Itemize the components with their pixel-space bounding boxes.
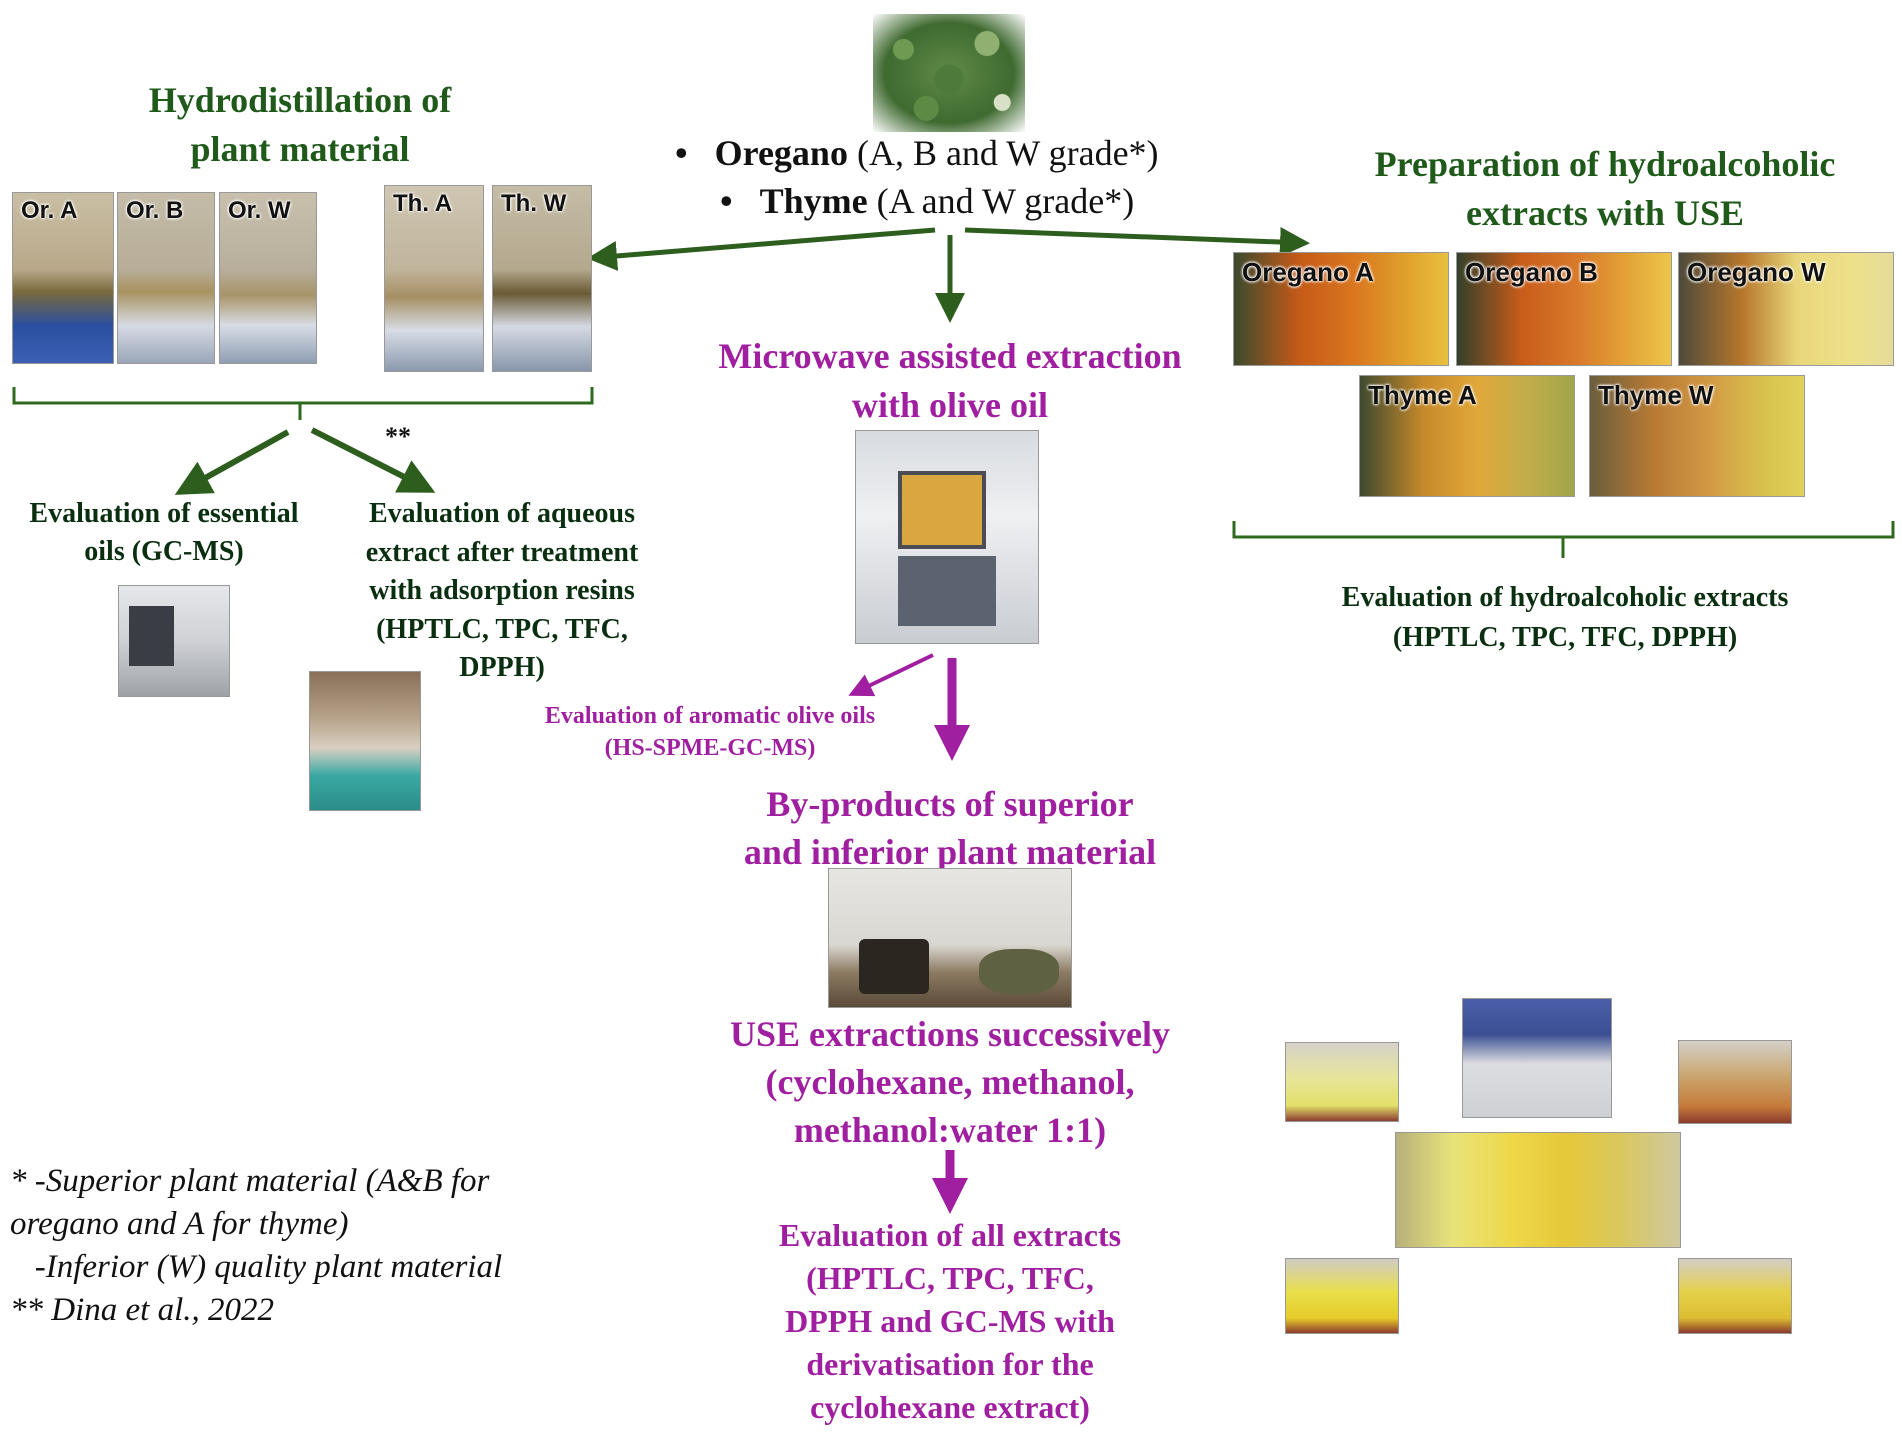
photo-label: Or. W: [228, 197, 291, 224]
eval-aqueous-line: (HPTLC, TPC, TFC,: [376, 613, 628, 645]
beaker-extract: [859, 939, 929, 994]
eval-aqueous-line: with adsorption resins: [369, 575, 635, 606]
hydroalcoholic-title-line2: extracts with USE: [1466, 193, 1744, 233]
hydroalcoholic-title: Preparation of hydroalcoholic extracts w…: [1330, 140, 1880, 238]
eval-aromatic-oils: Evaluation of aromatic olive oils (HS-SP…: [500, 700, 920, 764]
brace-hydroalcoholic: [1232, 521, 1895, 558]
footnote-line: ** Dina et al., 2022: [10, 1292, 274, 1328]
arrow-to-eval-aqueous: [310, 427, 436, 493]
oregano-label: Oregano: [714, 133, 848, 173]
eval-all-extracts-line: DPPH and GC-MS with: [785, 1303, 1115, 1339]
bullet-icon: •: [720, 181, 760, 221]
footnotes: * -Superior plant material (A&B for oreg…: [10, 1160, 502, 1332]
thyme-grades: (A and W grade*): [867, 181, 1135, 221]
arrow-to-eval-essential-oils: [174, 429, 290, 495]
photo-oregano-a: Oregano A: [1233, 252, 1449, 366]
photo-oregano-w: Oregano W: [1678, 252, 1894, 366]
photo-label: Oregano A: [1242, 257, 1374, 287]
arrow-to-aromatic-oils: [848, 653, 934, 697]
footnote-line: -Inferior (W) quality plant material: [10, 1249, 503, 1285]
use-extractions: USE extractions successively (cyclohexan…: [650, 1010, 1250, 1154]
hydrodistillation-title-line2: plant material: [190, 129, 410, 169]
photo-thyme-w: Thyme W: [1589, 375, 1805, 497]
microwave-title-line2: with olive oil: [852, 385, 1048, 425]
flasks-photo-2: [1678, 1040, 1792, 1124]
use-extractions-line: USE extractions successively: [730, 1014, 1170, 1054]
reference-marker: **: [385, 422, 411, 451]
microwave-base: [898, 556, 996, 626]
photo-label: Oregano B: [1465, 257, 1598, 287]
microwave-cavity: [898, 471, 986, 549]
eval-aqueous-line: Evaluation of aqueous: [368, 498, 636, 529]
photo-label: Oregano W: [1687, 257, 1826, 287]
photo-label: Th. W: [501, 190, 567, 217]
photo-label: Th. A: [393, 190, 453, 217]
microwave-instrument-photo: [855, 430, 1039, 644]
photo-th-w: Th. W: [492, 185, 592, 372]
photo-th-a: Th. A: [384, 185, 484, 372]
eval-all-extracts: Evaluation of all extracts (HPTLC, TPC, …: [700, 1214, 1200, 1429]
gc-ms-instrument-photo: [118, 585, 230, 697]
eval-hydroalcoholic-line2: (HPTLC, TPC, TFC, DPPH): [1392, 622, 1738, 653]
photo-label: Thyme A: [1368, 380, 1477, 410]
byproducts-title-line2: and inferior plant material: [743, 832, 1157, 872]
photo-label: Or. B: [126, 197, 184, 224]
byproducts-title-line1: By-products of superior: [766, 784, 1134, 824]
use-extractions-line: (cyclohexane, methanol,: [765, 1062, 1135, 1102]
eval-aromatic-oils-line1: Evaluation of aromatic olive oils: [544, 703, 876, 729]
eval-all-extracts-line: derivatisation for the: [806, 1346, 1094, 1382]
eval-aqueous-line: extract after treatment: [365, 536, 639, 568]
eval-all-extracts-line: cyclohexane extract): [810, 1389, 1090, 1425]
arrow-to-hydrodistillation: [587, 227, 936, 271]
eval-all-extracts-line: (HPTLC, TPC, TFC,: [806, 1260, 1094, 1296]
eval-hydroalcoholic-line1: Evaluation of hydroalcoholic extracts: [1341, 582, 1789, 613]
instrument-door: [129, 606, 174, 666]
photo-or-a: Or. A: [12, 192, 114, 364]
oregano-grades: (A, B and W grade*): [847, 133, 1159, 173]
eval-hydroalcoholic: Evaluation of hydroalcoholic extracts (H…: [1250, 578, 1880, 658]
eval-essential-oils-line1: Evaluation of essential: [29, 498, 299, 529]
ultrasonic-bath-photo: [1462, 998, 1612, 1118]
photo-thyme-a: Thyme A: [1359, 375, 1575, 497]
photo-or-b: Or. B: [117, 192, 215, 364]
flasks-photo-1: [1285, 1042, 1399, 1122]
photo-oregano-b: Oregano B: [1456, 252, 1672, 366]
flasks-photo-3: [1285, 1258, 1399, 1334]
eval-essential-oils: Evaluation of essential oils (GC-MS): [4, 495, 324, 571]
use-extractions-line: methanol:water 1:1): [793, 1110, 1107, 1150]
microwave-title: Microwave assisted extraction with olive…: [650, 332, 1250, 430]
byproducts-title: By-products of superior and inferior pla…: [680, 780, 1220, 876]
hydrodistillation-title: Hydrodistillation of plant material: [100, 76, 500, 174]
oregano-grade-line: • Oregano (A, B and W grade*): [675, 132, 1235, 174]
plant-residue: [979, 949, 1059, 994]
resin-stirrers-photo: [309, 671, 421, 811]
herb-photo: [873, 14, 1025, 132]
arrow-to-hydroalcoholic: [964, 227, 1310, 258]
eval-all-extracts-line: Evaluation of all extracts: [778, 1217, 1122, 1253]
thyme-label: Thyme: [759, 181, 868, 221]
eval-aromatic-oils-line2: (HS-SPME-GC-MS): [604, 735, 816, 761]
eval-aqueous-line: DPPH): [459, 652, 545, 683]
photo-label: Or. A: [21, 197, 78, 224]
byproducts-filtration-photo: [828, 868, 1072, 1008]
flasks-row-photo: [1395, 1132, 1681, 1248]
hydrodistillation-title-line1: Hydrodistillation of: [148, 80, 452, 120]
footnote-line: * -Superior plant material (A&B for: [10, 1163, 490, 1199]
photo-or-w: Or. W: [219, 192, 317, 364]
footnote-line: oregano and A for thyme): [10, 1206, 349, 1242]
eval-aqueous-extract: Evaluation of aqueous extract after trea…: [342, 495, 662, 688]
bullet-icon: •: [675, 133, 715, 173]
flasks-photo-4: [1678, 1258, 1792, 1334]
thyme-grade-line: • Thyme (A and W grade*): [720, 180, 1240, 222]
photo-label: Thyme W: [1598, 380, 1714, 410]
hydroalcoholic-title-line1: Preparation of hydroalcoholic: [1374, 144, 1836, 184]
brace-hydrodistillation: [12, 387, 594, 420]
eval-essential-oils-line2: oils (GC-MS): [84, 536, 244, 567]
microwave-title-line1: Microwave assisted extraction: [718, 336, 1182, 376]
